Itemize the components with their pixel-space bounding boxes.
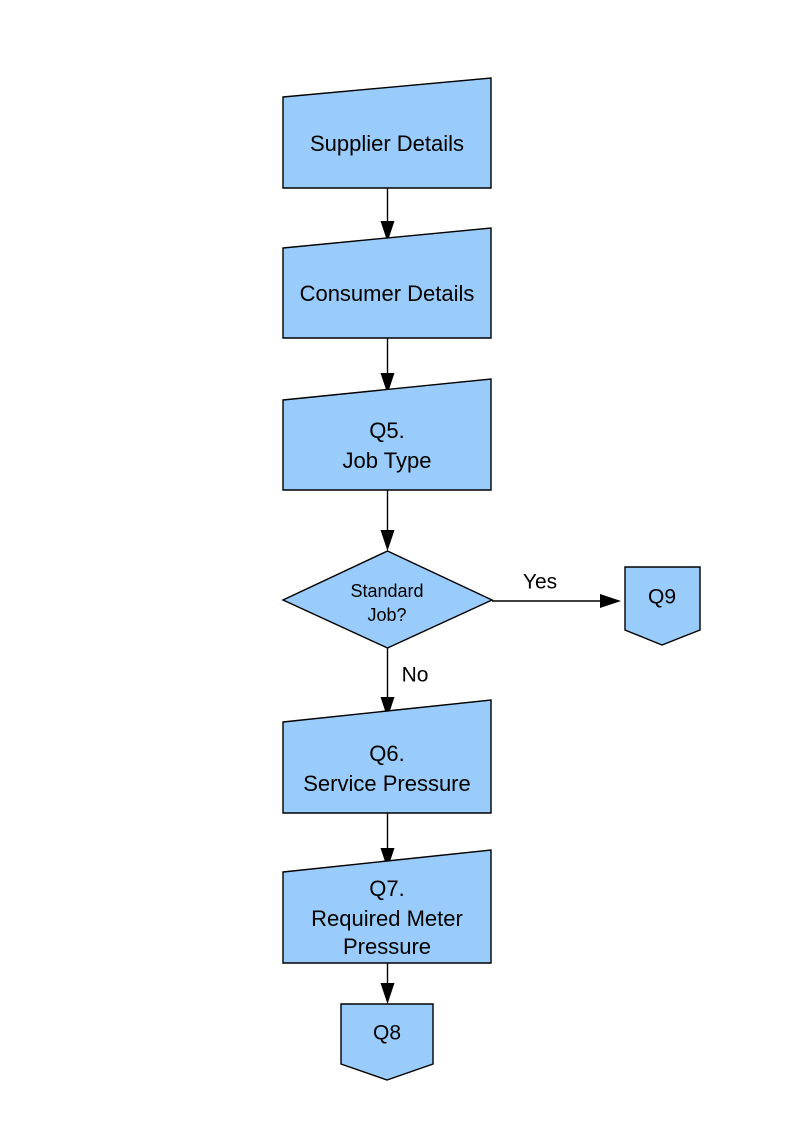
q7-required-meter-pressure-label-line1: Q7. <box>369 876 404 901</box>
connector-consumer-to-q5 <box>380 338 395 394</box>
edge-label-yes: Yes <box>523 571 557 594</box>
node-q9[interactable]: Q9 <box>624 566 701 646</box>
consumer-details-shape[interactable] <box>282 227 492 339</box>
q9-label: Q9 <box>648 586 676 609</box>
node-q6-service-pressure[interactable]: Q6. Service Pressure <box>282 699 492 814</box>
standard-job-decision-label-line1: Standard <box>350 581 423 601</box>
node-q8[interactable]: Q8 <box>340 1003 434 1081</box>
q7-required-meter-pressure-label-line2: Required Meter <box>311 906 463 931</box>
supplier-details-label: Supplier Details <box>310 131 464 156</box>
consumer-details-label: Consumer Details <box>300 281 475 306</box>
q9-shape[interactable] <box>624 566 701 646</box>
q5-job-type-label-line2: Job Type <box>343 448 432 473</box>
q8-shape[interactable] <box>340 1003 434 1081</box>
standard-job-decision-label-line2: Job? <box>367 605 406 625</box>
connector-decision-no-to-q6 <box>380 648 395 718</box>
node-supplier-details[interactable]: Supplier Details <box>282 77 492 189</box>
node-q7-required-meter-pressure[interactable]: Q7. Required Meter Pressure <box>282 849 492 964</box>
q5-job-type-shape[interactable] <box>282 378 492 491</box>
connector-decision-yes-to-q9 <box>492 594 621 608</box>
q6-service-pressure-shape[interactable] <box>282 699 492 814</box>
connector-q6-to-q7 <box>380 813 395 869</box>
edge-label-no: No <box>402 664 429 687</box>
connector-supplier-to-consumer <box>380 188 395 242</box>
connector-q7-to-q8 <box>380 963 395 1004</box>
q5-job-type-label-line1: Q5. <box>369 418 404 443</box>
q8-label: Q8 <box>373 1022 401 1045</box>
q6-service-pressure-label-line2: Service Pressure <box>303 771 471 796</box>
q7-required-meter-pressure-label-line3: Pressure <box>343 934 431 959</box>
node-standard-job-decision[interactable]: Standard Job? <box>281 550 494 649</box>
supplier-details-shape[interactable] <box>282 77 492 189</box>
connector-q5-to-decision <box>380 490 395 551</box>
node-q5-job-type[interactable]: Q5. Job Type <box>282 378 492 491</box>
node-consumer-details[interactable]: Consumer Details <box>282 227 492 339</box>
q7-required-meter-pressure-shape[interactable] <box>282 849 492 964</box>
q6-service-pressure-label-line1: Q6. <box>369 741 404 766</box>
standard-job-decision-shape[interactable] <box>281 550 494 649</box>
